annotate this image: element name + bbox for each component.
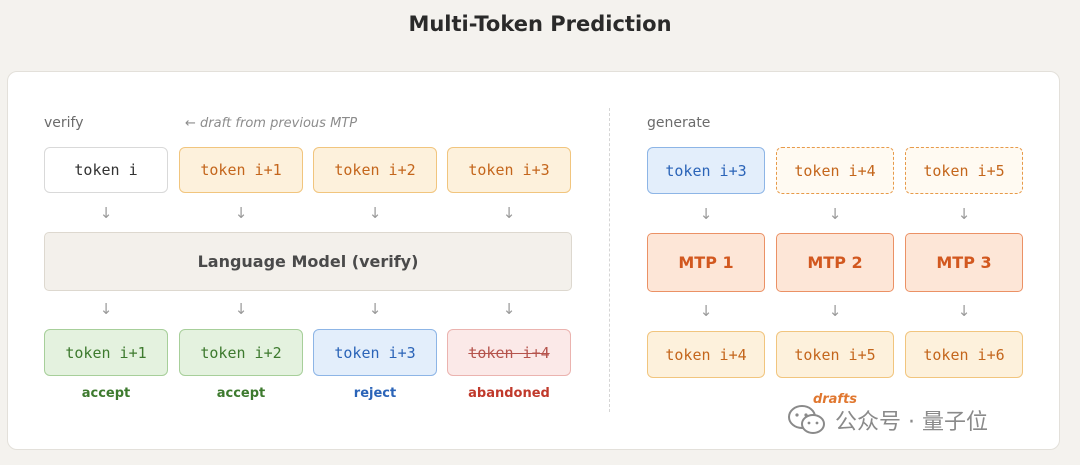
generate-label: generate <box>647 115 711 131</box>
generate-input-token-i5: token i+5 <box>905 147 1023 194</box>
verify-output-token-i4: token i+4 <box>447 329 571 376</box>
down-arrow-icon: ↓ <box>368 300 382 318</box>
down-arrow-icon: ↓ <box>828 302 842 320</box>
drafts-label: drafts <box>812 392 858 407</box>
verify-input-token-i2: token i+2 <box>313 147 437 193</box>
section-divider <box>609 108 610 412</box>
down-arrow-icon: ↓ <box>699 205 713 223</box>
down-arrow-icon: ↓ <box>234 300 248 318</box>
down-arrow-icon: ↓ <box>99 204 113 222</box>
verify-input-token-i3: token i+3 <box>447 147 571 193</box>
down-arrow-icon: ↓ <box>234 204 248 222</box>
down-arrow-icon: ↓ <box>828 205 842 223</box>
language-model-box: Language Model (verify) <box>44 232 572 291</box>
verify-input-token-i: token i <box>44 147 168 193</box>
status-reject: reject <box>353 386 397 401</box>
wechat-icon <box>787 404 827 436</box>
diagram-title: Multi-Token Prediction <box>408 12 672 36</box>
verify-output-token-i3: token i+3 <box>313 329 437 376</box>
draft-note: ← draft from previous MTP <box>185 116 358 131</box>
down-arrow-icon: ↓ <box>502 300 516 318</box>
watermark: 公众号 · 量子位 <box>787 404 988 436</box>
mtp-head-1: MTP 1 <box>647 233 765 292</box>
generate-input-token-i4: token i+4 <box>776 147 894 194</box>
down-arrow-icon: ↓ <box>502 204 516 222</box>
generate-output-token-i5: token i+5 <box>776 331 894 378</box>
generate-output-token-i4: token i+4 <box>647 331 765 378</box>
verify-output-token-i1: token i+1 <box>44 329 168 376</box>
status-abandoned: abandoned <box>468 386 550 401</box>
verify-output-token-i2: token i+2 <box>179 329 303 376</box>
down-arrow-icon: ↓ <box>368 204 382 222</box>
down-arrow-icon: ↓ <box>957 302 971 320</box>
mtp-head-3: MTP 3 <box>905 233 1023 292</box>
watermark-text: 公众号 · 量子位 <box>835 410 988 435</box>
down-arrow-icon: ↓ <box>699 302 713 320</box>
generate-input-token-i3: token i+3 <box>647 147 765 194</box>
status-accept: accept <box>216 386 266 401</box>
verify-label: verify <box>44 115 84 131</box>
down-arrow-icon: ↓ <box>99 300 113 318</box>
down-arrow-icon: ↓ <box>957 205 971 223</box>
verify-input-token-i1: token i+1 <box>179 147 303 193</box>
generate-output-token-i6: token i+6 <box>905 331 1023 378</box>
status-accept: accept <box>81 386 131 401</box>
mtp-head-2: MTP 2 <box>776 233 894 292</box>
